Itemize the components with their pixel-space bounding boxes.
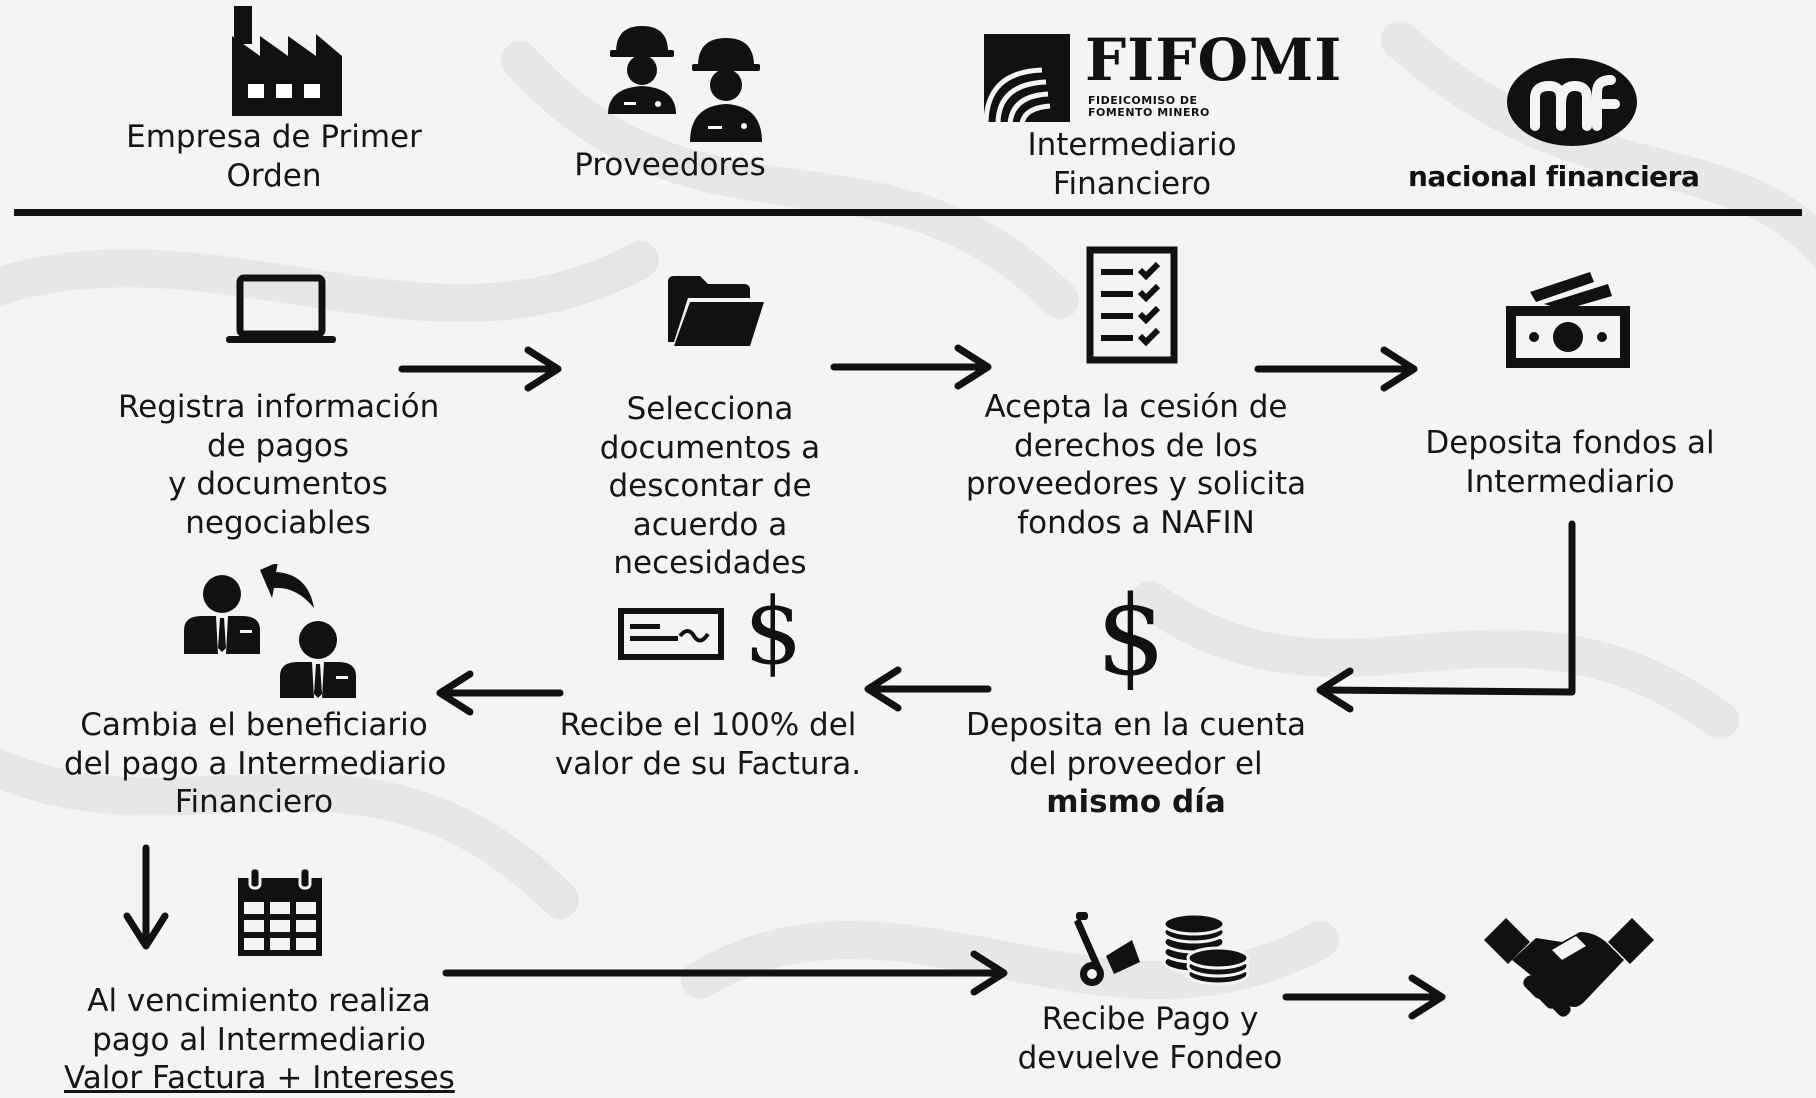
nafin-logo-text: nacional financiera (1408, 160, 1700, 193)
actor-empresa-label: Empresa de Primer Orden (126, 119, 422, 194)
workers-icon (608, 26, 762, 142)
arrow-selecciona-to-acepta (830, 344, 992, 390)
arrow-registra-to-selecciona (398, 346, 562, 392)
step-recibe-pago-text: Recibe Pago y devuelve Fondeo (1017, 1001, 1283, 1076)
step-selecciona-text: Selecciona documentos a descontar de acu… (599, 391, 821, 581)
checklist-icon (1086, 246, 1178, 364)
arrow-recibe-to-cambia (436, 670, 564, 716)
step-cambia-text: Cambia el beneficiario del pago a Interm… (64, 707, 447, 820)
beneficiary-swap-icon (184, 564, 356, 698)
fifomi-logo-subtitle: FIDEICOMISO DE FOMENTO MINERO (1088, 94, 1210, 119)
actor-proveedores-label: Proveedores (574, 147, 766, 183)
dollar-icon: $ (744, 578, 803, 685)
arrow-recibe-pago-to-handshake (1282, 974, 1446, 1020)
step-acepta-text: Acepta la cesión de derechos de los prov… (965, 389, 1307, 541)
cash-icon (1506, 272, 1630, 368)
arrow-acepta-to-deposita (1254, 346, 1418, 392)
arrow-deposita-to-cuenta (1316, 520, 1576, 713)
step-registra-text: Registra información de pagos y document… (118, 389, 440, 541)
arrow-cambia-to-vencimiento (123, 844, 169, 950)
step-deposita-fondos-text: Deposita fondos al Intermediario (1425, 425, 1715, 500)
handshake-icon (1484, 918, 1654, 1017)
folder-icon (668, 276, 764, 346)
valor-factura-intereses-text: Valor Factura + Intereses (64, 1060, 455, 1096)
calendar-icon (238, 868, 322, 956)
nafin-logo (1507, 58, 1637, 146)
fifomi-logo (983, 34, 1070, 124)
arrow-cuenta-to-recibe (864, 666, 992, 712)
actor-intermediario-label: Intermediario Financiero (1027, 127, 1237, 202)
hand-truck-icon (1074, 912, 1140, 986)
step-vencimiento-text: Al vencimiento realiza pago al Intermedi… (64, 983, 455, 1096)
factory-icon (232, 6, 342, 116)
fifomi-logo-text: FIFOMI (1085, 26, 1343, 94)
laptop-icon (226, 274, 336, 343)
step-deposita-cuenta-text: Deposita en la cuenta del proveedor el m… (966, 707, 1306, 820)
dollar-icon: $ (1096, 572, 1166, 700)
arrow-vencimiento-to-recibe-pago (442, 950, 1008, 996)
step-recibe-100-text: Recibe el 100% del valor de su Factura. (554, 707, 862, 782)
mismo-dia-emphasis: mismo día (1046, 784, 1226, 820)
check-icon (618, 608, 724, 660)
coins-icon (1162, 912, 1250, 986)
header-divider (14, 209, 1802, 216)
